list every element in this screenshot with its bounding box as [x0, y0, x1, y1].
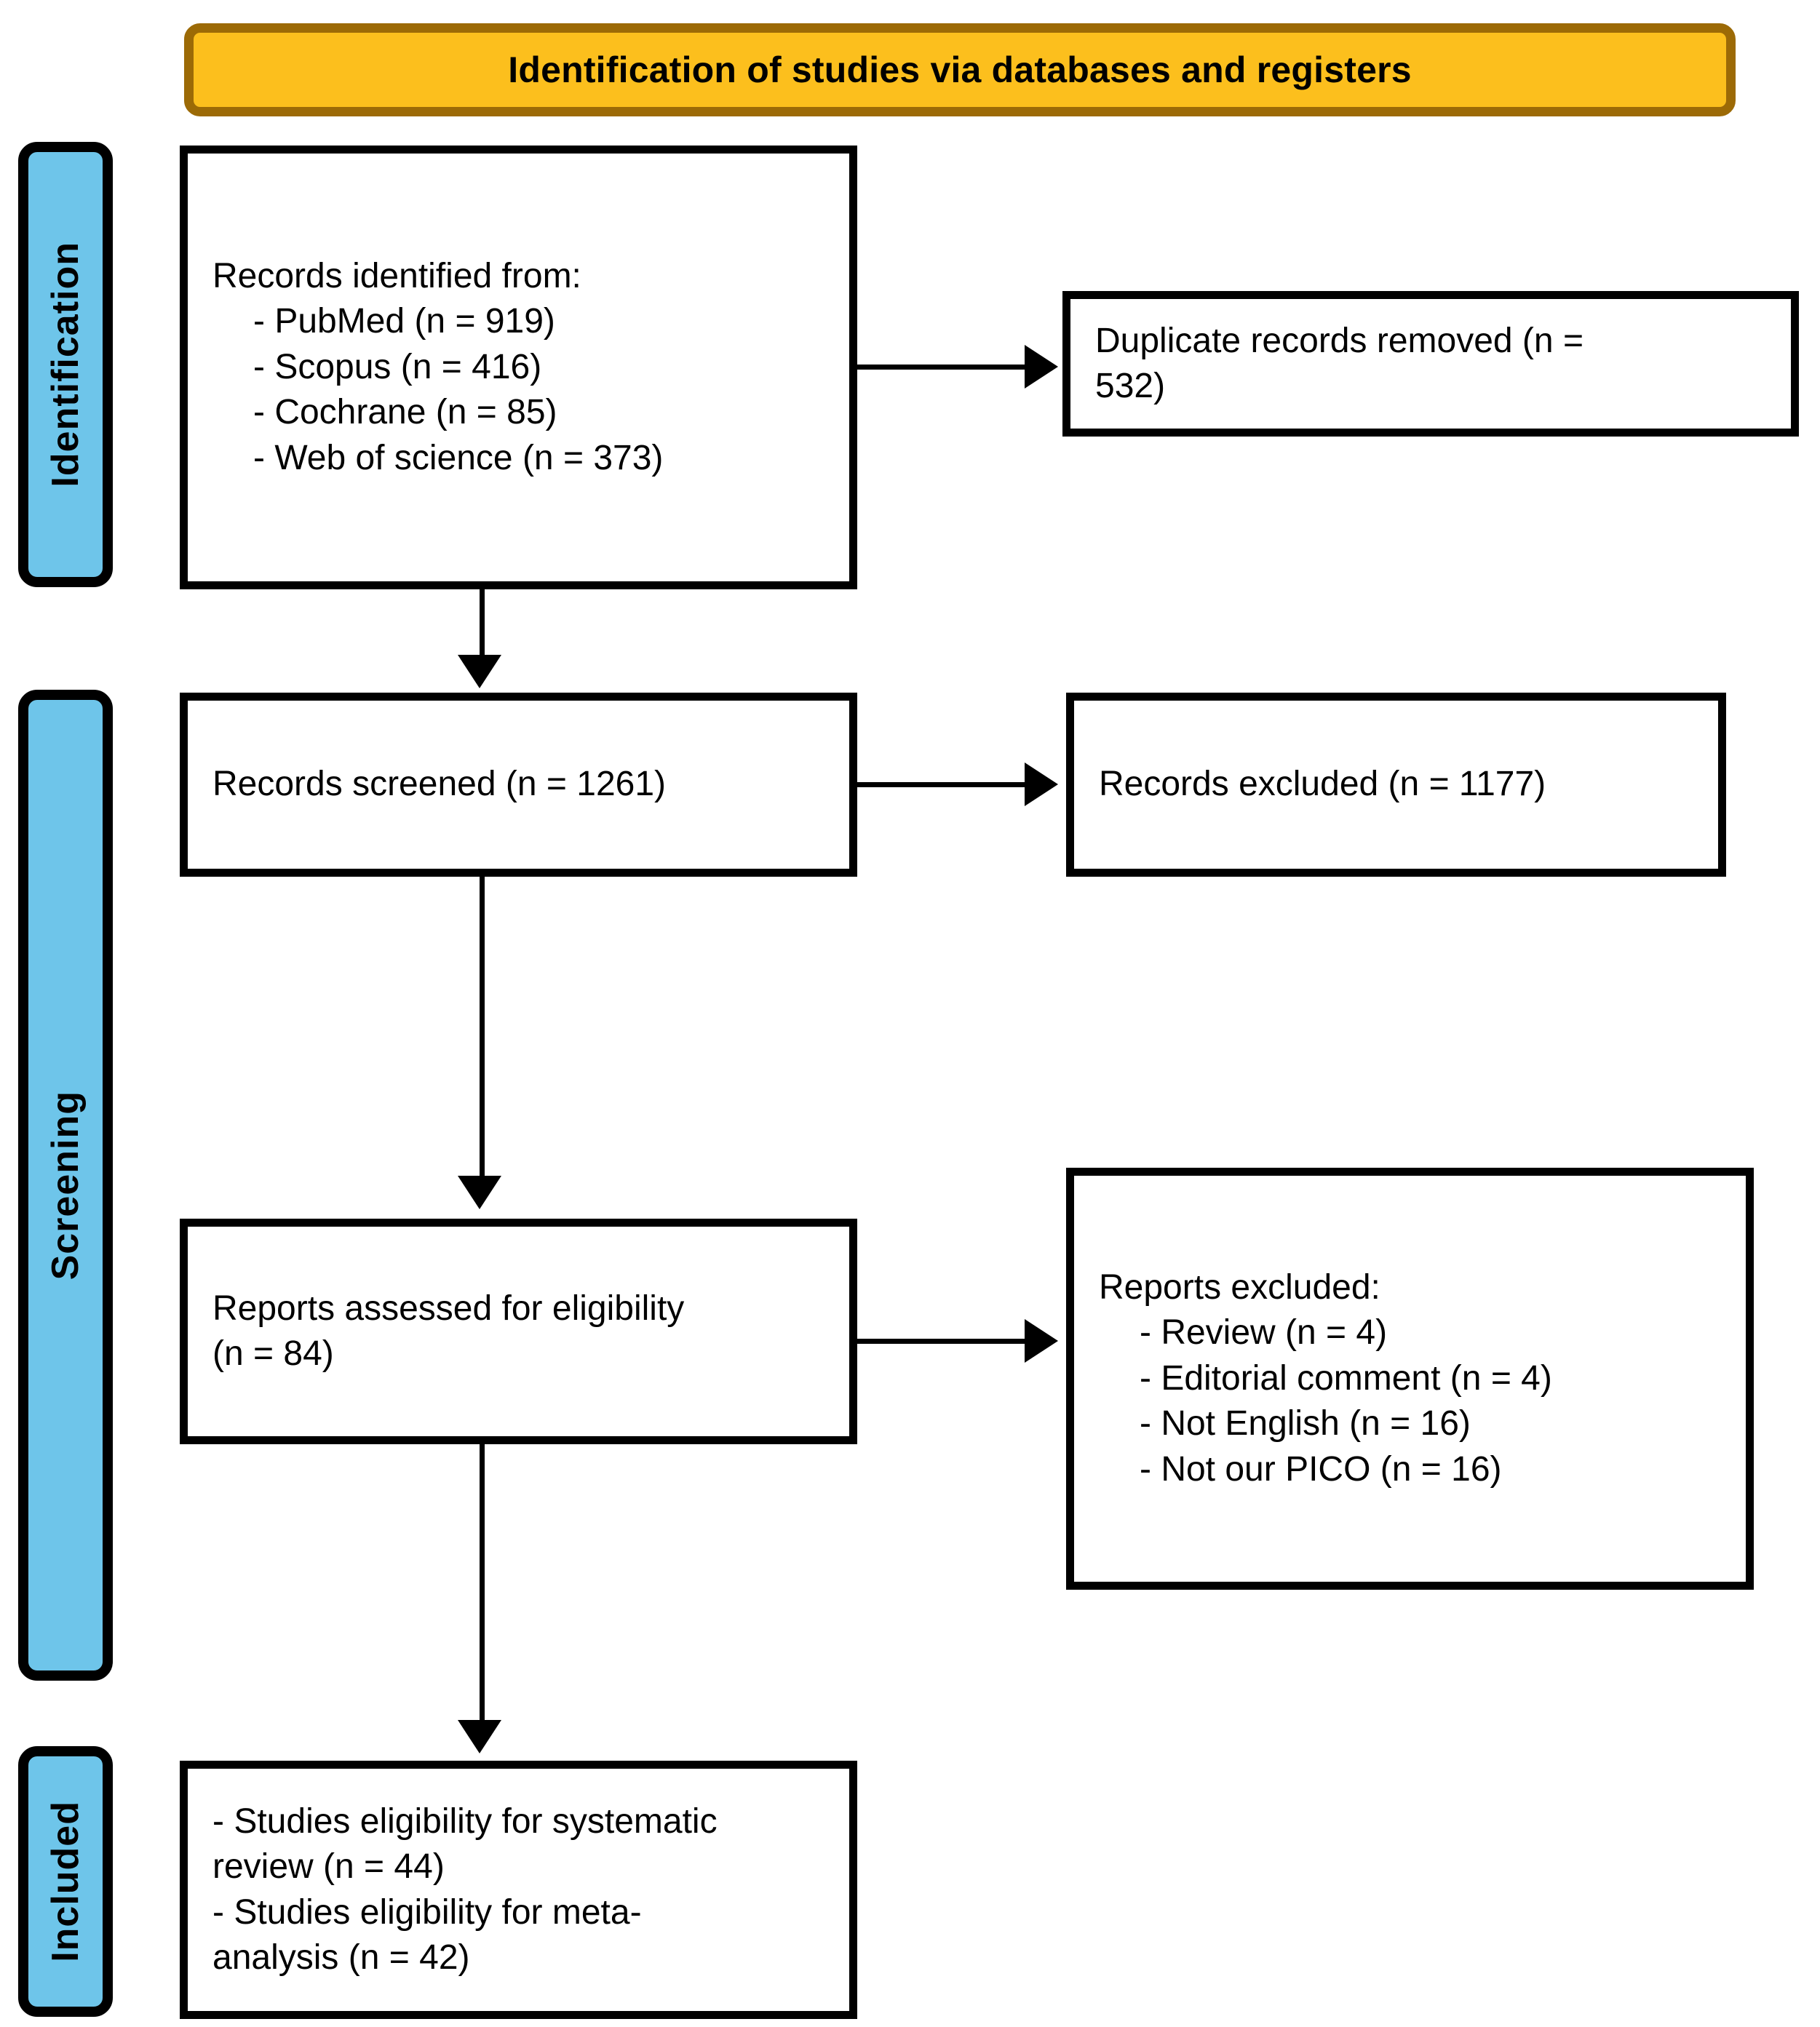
phase-label-screening-text: Screening: [44, 1090, 87, 1281]
reports-assessed-line-1: Reports assessed for eligibility: [212, 1289, 685, 1328]
node-duplicate-records-removed: Duplicate records removed (n = 532): [1062, 291, 1799, 437]
records-identified-item-cochrane: - Cochrane (n = 85): [253, 393, 557, 432]
node-reports-excluded: Reports excluded: - Review (n = 4) - Edi…: [1066, 1168, 1754, 1590]
included-line-1: - Studies eligibility for systematic: [212, 1801, 718, 1841]
diagram-title-banner: Identification of studies via databases …: [184, 23, 1736, 116]
phase-label-screening: Screening: [18, 690, 113, 1681]
connector-identified-to-duplicates-arrowhead-icon: [1025, 345, 1058, 389]
connector-screened-to-eligibility-arrowhead-icon: [458, 1176, 501, 1209]
connector-screened-to-records-excluded-line: [857, 782, 1032, 787]
connector-eligibility-to-reports-excluded-arrowhead-icon: [1025, 1319, 1058, 1363]
included-line-2: review (n = 44): [212, 1847, 445, 1887]
records-identified-title: Records identified from:: [212, 257, 581, 296]
phase-label-included: Included: [18, 1746, 113, 2017]
reports-excluded-item-not-english: - Not English (n = 16): [1140, 1404, 1471, 1443]
connector-eligibility-to-included-line: [480, 1444, 485, 1729]
reports-excluded-item-review: - Review (n = 4): [1140, 1313, 1388, 1353]
node-included-studies: - Studies eligibility for systematic rev…: [180, 1761, 857, 2019]
reports-excluded-title: Reports excluded:: [1099, 1268, 1380, 1307]
records-identified-item-scopus: - Scopus (n = 416): [253, 347, 542, 386]
included-line-4: analysis (n = 42): [212, 1938, 470, 1977]
records-screened-text: Records screened (n = 1261): [212, 765, 667, 804]
node-reports-assessed-for-eligibility: Reports assessed for eligibility (n = 84…: [180, 1219, 857, 1444]
connector-eligibility-to-reports-excluded-line: [857, 1339, 1032, 1344]
node-records-excluded: Records excluded (n = 1177): [1066, 693, 1726, 877]
phase-label-included-text: Included: [44, 1801, 87, 1962]
connector-identified-to-duplicates-line: [857, 365, 1032, 370]
phase-label-identification-text: Identification: [44, 242, 87, 487]
phase-label-identification: Identification: [18, 142, 113, 587]
duplicate-records-line-1: Duplicate records removed (n =: [1095, 321, 1583, 360]
connector-eligibility-to-included-arrowhead-icon: [458, 1720, 501, 1753]
connector-screened-to-eligibility-line: [480, 877, 485, 1185]
included-line-3: - Studies eligibility for meta-: [212, 1892, 642, 1932]
reports-excluded-item-editorial-comment: - Editorial comment (n = 4): [1140, 1358, 1552, 1398]
records-identified-item-pubmed: - PubMed (n = 919): [253, 302, 555, 341]
node-records-identified: Records identified from: - PubMed (n = 9…: [180, 146, 857, 589]
reports-excluded-item-not-our-pico: - Not our PICO (n = 16): [1140, 1449, 1502, 1489]
connector-identified-to-screened-line: [480, 589, 485, 666]
duplicate-records-line-2: 532): [1095, 367, 1166, 405]
connector-identified-to-screened-arrowhead-icon: [458, 655, 501, 688]
node-records-screened: Records screened (n = 1261): [180, 693, 857, 877]
records-excluded-text: Records excluded (n = 1177): [1099, 765, 1546, 804]
diagram-title: Identification of studies via databases …: [508, 49, 1412, 90]
connector-screened-to-records-excluded-arrowhead-icon: [1025, 762, 1058, 806]
reports-assessed-line-2: (n = 84): [212, 1334, 334, 1373]
records-identified-item-web-of-science: - Web of science (n = 373): [253, 438, 664, 477]
